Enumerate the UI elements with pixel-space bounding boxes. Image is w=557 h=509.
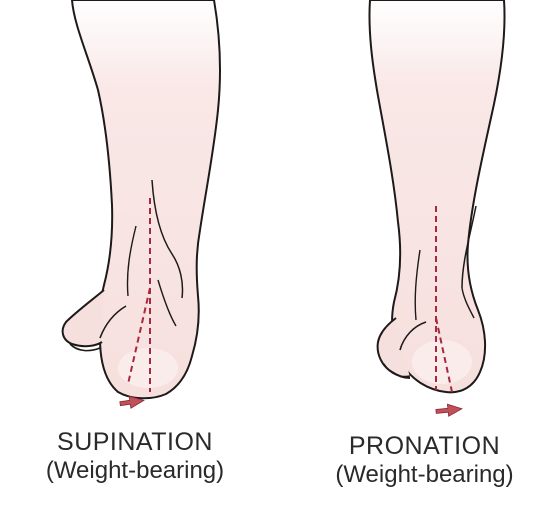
supination-subtitle: (Weight-bearing) xyxy=(0,457,270,485)
pronation-title: PRONATION xyxy=(292,432,557,461)
supination-caption: SUPINATION (Weight-bearing) xyxy=(0,428,270,484)
pronation-heel-highlight xyxy=(412,340,472,384)
supination-title: SUPINATION xyxy=(0,428,270,457)
pronation-foot xyxy=(369,0,504,417)
supination-heel-highlight xyxy=(118,348,178,388)
supination-forefoot xyxy=(63,290,104,346)
pronation-arrow xyxy=(435,403,462,418)
pronation-subtitle: (Weight-bearing) xyxy=(292,461,557,489)
pronation-caption: PRONATION (Weight-bearing) xyxy=(292,432,557,488)
supination-foot xyxy=(63,0,220,410)
